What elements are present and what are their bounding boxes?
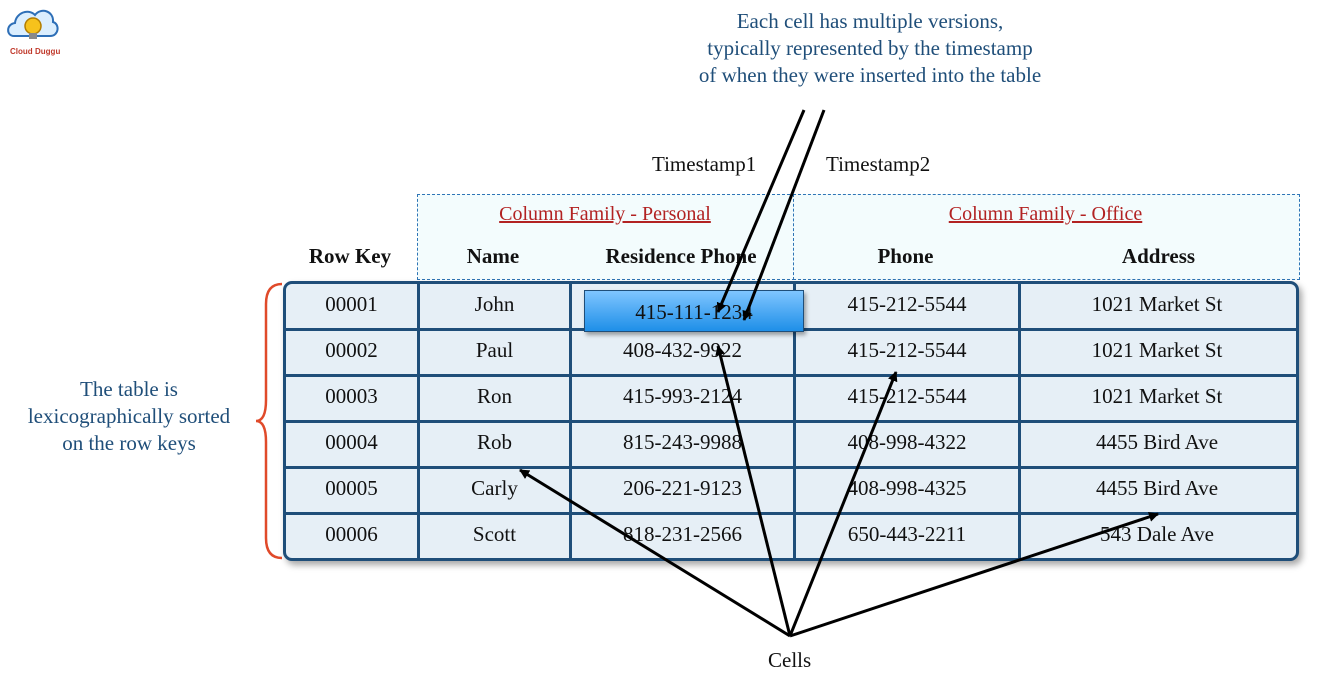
table-cell: 818-231-2566 bbox=[623, 522, 742, 546]
column-family-personal-title: Column Family - Personal bbox=[499, 203, 711, 225]
sorted-annotation: The table is lexicographically sorted on… bbox=[0, 376, 258, 457]
logo: Cloud Duggu bbox=[4, 2, 60, 60]
annotation-line: typically represented by the timestamp bbox=[707, 36, 1033, 60]
table-cell: 4455 Bird Ave bbox=[1095, 476, 1219, 500]
table-cell: 00004 bbox=[325, 430, 378, 454]
annotation-line: on the row keys bbox=[62, 431, 196, 455]
table-cell: 1021 Market St bbox=[1091, 338, 1223, 362]
annotation-line: lexicographically sorted bbox=[27, 404, 231, 428]
header-row-key: Row Key bbox=[308, 244, 392, 268]
table-cell: 00006 bbox=[325, 522, 378, 546]
table-cell: 415-212-5544 bbox=[847, 338, 967, 362]
table-cell: 4455 Bird Ave bbox=[1095, 430, 1219, 454]
annotation-line: of when they were inserted into the tabl… bbox=[698, 63, 1042, 87]
table-cell: John bbox=[474, 292, 515, 316]
table-cell: 00005 bbox=[325, 476, 378, 500]
data-table: 00001 John 1021 Market St 415-212-5544 0… bbox=[283, 281, 1299, 561]
timestamp2-label: Timestamp2 bbox=[826, 152, 931, 176]
timestamp1-arrow bbox=[716, 109, 806, 313]
table-cell: 650-443-2211 bbox=[847, 522, 967, 546]
column-family-office-box bbox=[793, 194, 1300, 280]
column-family-office-title: Column Family - Office bbox=[948, 203, 1143, 225]
table-cell: Carly bbox=[471, 476, 518, 500]
table-cell: 815-243-9988 bbox=[623, 430, 742, 454]
table-cell: Scott bbox=[472, 522, 517, 546]
table-cell: Rob bbox=[476, 430, 512, 454]
table-cell: 1021 Market St bbox=[1091, 292, 1223, 316]
column-family-personal-box bbox=[417, 194, 795, 280]
table-cell: 00001 bbox=[325, 292, 378, 316]
versions-annotation: Each cell has multiple versions, typical… bbox=[620, 8, 1120, 89]
versioned-cell-highlight: 415-111-1234 bbox=[584, 290, 804, 332]
cells-arrow bbox=[789, 512, 1159, 638]
table-cell: 00002 bbox=[325, 338, 378, 362]
timestamp2-arrow bbox=[742, 109, 826, 321]
table-cell: 415-212-5544 bbox=[847, 384, 967, 408]
cells-arrow bbox=[788, 371, 898, 637]
header-phone: Phone bbox=[877, 244, 934, 268]
cells-arrow bbox=[519, 468, 791, 638]
table-cell: 415-212-5544 bbox=[847, 292, 967, 316]
header-address: Address bbox=[1121, 244, 1196, 268]
table-cell: 1021 Market St bbox=[1091, 384, 1223, 408]
annotation-line: Each cell has multiple versions, bbox=[736, 9, 1004, 33]
svg-text:Cloud: Cloud bbox=[10, 47, 33, 56]
header-name: Name bbox=[466, 244, 520, 268]
table-cell: 00003 bbox=[325, 384, 378, 408]
table-cell: 415-993-2124 bbox=[623, 384, 742, 408]
row-key-brace bbox=[255, 282, 283, 560]
cells-label: Cells bbox=[768, 648, 812, 672]
annotation-line: The table is bbox=[80, 377, 178, 401]
timestamp1-label: Timestamp1 bbox=[652, 152, 757, 176]
table-cell: 206-221-9123 bbox=[623, 476, 742, 500]
cells-arrow bbox=[715, 345, 792, 637]
table-cell: 408-998-4325 bbox=[847, 476, 967, 500]
svg-text:Duggu: Duggu bbox=[35, 47, 60, 56]
table-cell: Paul bbox=[475, 338, 514, 362]
table-cell: Ron bbox=[476, 384, 512, 408]
header-residence-phone: Residence Phone bbox=[605, 244, 757, 268]
